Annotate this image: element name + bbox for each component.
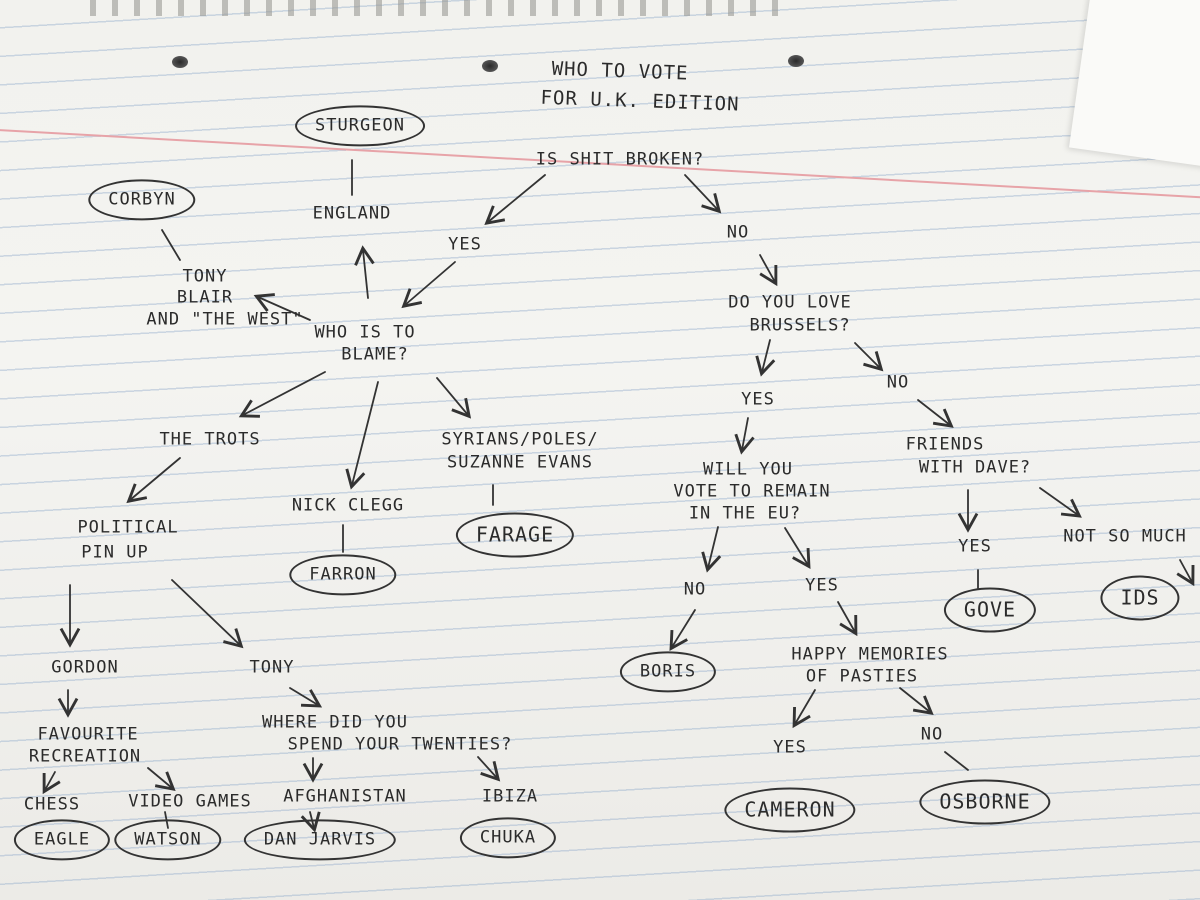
arrow xyxy=(484,174,546,226)
answer-yes-brussels: YES xyxy=(741,389,775,410)
arrow xyxy=(401,261,456,309)
question-political-pin-up-line-1: POLITICAL xyxy=(77,517,179,538)
option-chess: CHESS xyxy=(23,794,81,815)
arrow xyxy=(669,609,696,652)
result-farron: FARRON xyxy=(289,554,397,596)
arrow xyxy=(854,342,884,372)
answer-yes-dave: YES xyxy=(958,536,992,557)
question-pasties-line-1: HAPPY MEMORIES xyxy=(791,644,949,665)
result-boris: BORIS xyxy=(619,651,717,693)
result-chuka: CHUKA xyxy=(459,817,557,859)
arrow xyxy=(684,174,722,214)
arrow xyxy=(917,399,954,428)
question-remain-line-3: IN THE EU? xyxy=(688,503,802,524)
result-gove: GOVE xyxy=(943,587,1037,633)
arrow xyxy=(792,689,816,729)
answer-yes-remain: YES xyxy=(805,575,839,596)
question-friends-with-dave-line-2: WITH DAVE? xyxy=(918,457,1032,478)
answer-yes: YES xyxy=(448,234,482,255)
question-is-shit-broken: IS SHIT BROKEN? xyxy=(535,149,705,170)
question-twenties-line-1: WHERE DID YOU xyxy=(261,712,409,733)
option-syrians-line-2: SUZANNE EVANS xyxy=(446,452,594,473)
answer-no-remain: NO xyxy=(683,579,707,600)
arrow xyxy=(253,293,311,321)
option-tony-blair-line-3: AND "THE WEST" xyxy=(146,309,304,330)
answer-no: NO xyxy=(726,222,750,243)
answer-not-so-much: NOT SO MUCH xyxy=(1063,526,1187,547)
result-cameron: CAMERON xyxy=(724,787,856,833)
answer-yes-pasties: YES xyxy=(773,737,807,758)
option-gordon: GORDON xyxy=(51,657,119,678)
arrow xyxy=(42,771,61,795)
arrow xyxy=(147,767,176,792)
question-remain-line-1: WILL YOU xyxy=(703,459,793,480)
arrow xyxy=(354,245,375,299)
arrow xyxy=(345,381,379,490)
option-tony-blair-line-1: TONY xyxy=(182,266,228,287)
result-corbyn: CORBYN xyxy=(88,179,196,221)
option-ibiza: IBIZA xyxy=(481,786,539,807)
arrow xyxy=(289,687,323,708)
question-twenties-line-2: SPEND YOUR TWENTIES? xyxy=(287,734,513,755)
result-eagle: EAGLE xyxy=(13,819,111,861)
option-nick-clegg: NICK CLEGG xyxy=(291,495,405,516)
spiral-binding xyxy=(90,0,790,16)
question-who-to-blame-line-2: BLAME? xyxy=(341,344,409,365)
arrow xyxy=(837,601,858,637)
option-tony-blair-line-2: BLAIR xyxy=(176,287,234,308)
title-line-1: WHO TO VOTE xyxy=(551,57,689,85)
answer-no-brussels: NO xyxy=(886,372,910,393)
option-the-trots: THE TROTS xyxy=(159,429,261,450)
option-england: ENGLAND xyxy=(312,203,392,224)
question-friends-with-dave-line-1: FRIENDS xyxy=(905,434,985,455)
option-video-games: VIDEO GAMES xyxy=(128,791,252,812)
answer-no-pasties: NO xyxy=(920,724,944,745)
option-syrians-line-1: SYRIANS/POLES/ xyxy=(441,429,599,450)
arrow xyxy=(759,254,778,287)
question-favourite-recreation-line-1: FAVOURITE xyxy=(37,724,139,745)
arrow xyxy=(784,527,811,570)
question-love-brussels-line-2: BRUSSELS? xyxy=(749,315,851,336)
result-ids: IDS xyxy=(1100,575,1180,621)
arrow xyxy=(1176,559,1195,587)
arrow xyxy=(899,687,934,715)
question-remain-line-2: VOTE TO REMAIN xyxy=(673,481,831,502)
question-pasties-line-2: OF PASTIES xyxy=(805,666,919,687)
arrow xyxy=(477,756,501,782)
arrow xyxy=(701,526,722,573)
arrow xyxy=(436,377,472,419)
option-afghanistan: AFGHANISTAN xyxy=(283,786,407,807)
punch-hole xyxy=(788,55,804,67)
connector xyxy=(944,751,969,771)
result-sturgeon: STURGEON xyxy=(295,105,425,147)
result-dan-jarvis: DAN JARVIS xyxy=(243,819,397,861)
question-political-pin-up-line-2: PIN UP xyxy=(81,542,149,563)
arrow xyxy=(171,579,244,649)
punch-hole xyxy=(172,56,188,68)
result-farage: FARAGE xyxy=(455,512,575,558)
question-love-brussels-line-1: DO YOU LOVE xyxy=(728,292,852,313)
arrow xyxy=(755,339,776,377)
question-favourite-recreation-line-2: RECREATION xyxy=(28,746,142,767)
connector xyxy=(161,229,181,261)
arrow xyxy=(238,371,326,418)
result-watson: WATSON xyxy=(114,819,222,861)
option-tony: TONY xyxy=(249,657,295,678)
arrow xyxy=(734,417,755,455)
punch-hole xyxy=(482,60,498,72)
arrow xyxy=(126,457,181,504)
result-osborne: OSBORNE xyxy=(919,779,1051,825)
arrow xyxy=(1039,487,1082,518)
question-who-to-blame-line-1: WHO IS TO xyxy=(314,322,416,343)
